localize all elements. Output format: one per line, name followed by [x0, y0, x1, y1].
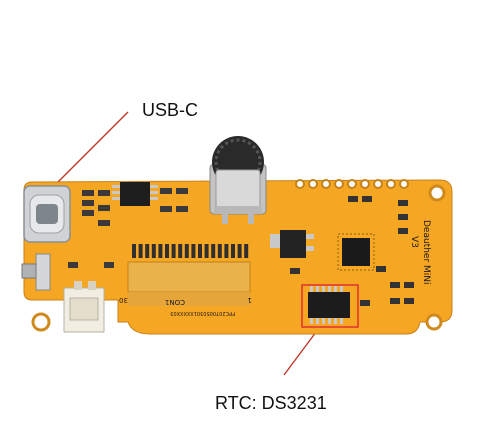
mount-hole — [428, 184, 446, 202]
fpc-code-label: FPC2070050301XXXXX03 — [170, 310, 235, 316]
fpc-pad — [138, 244, 143, 258]
rotary-encoder — [209, 136, 267, 224]
mcu-chip — [337, 233, 375, 271]
fpc-pad — [178, 244, 183, 258]
con-label: CON1 — [165, 298, 185, 306]
pin-1-label: 1 — [248, 296, 252, 304]
fpc-pad — [191, 244, 196, 258]
fpc-pad — [211, 244, 216, 258]
mount-hole — [31, 312, 51, 332]
fpc-pad — [204, 244, 209, 258]
fpc-pad — [145, 244, 150, 258]
fpc-pad — [198, 244, 202, 258]
fpc-pad — [231, 244, 235, 258]
header-holes — [295, 179, 409, 189]
usb-c-connector — [23, 185, 71, 243]
version-label: V3 — [409, 236, 419, 248]
fpc-pad — [165, 244, 169, 258]
slide-switch — [21, 253, 51, 291]
fpc-pad — [217, 244, 222, 258]
fpc-pad — [171, 244, 176, 258]
fpc-pad — [237, 244, 242, 258]
ic-chip — [112, 182, 158, 206]
fpc-pad — [244, 244, 249, 258]
fpc-pad — [132, 244, 136, 258]
smd-components — [290, 196, 414, 306]
rtc-chip — [308, 286, 350, 324]
fpc-connector — [127, 261, 251, 306]
voltage-regulator — [270, 230, 314, 258]
pin-30-label: 30 — [119, 296, 128, 304]
jst-connector — [63, 281, 105, 333]
rtc-highlight-box — [301, 284, 359, 328]
board-name-label: Deauther MiNi — [421, 220, 431, 285]
fpc-pad — [184, 244, 189, 258]
smd-components — [68, 188, 188, 268]
usb-c-label: USB-C — [142, 100, 199, 120]
fpc-pad — [151, 244, 156, 258]
fpc-pad — [158, 244, 163, 258]
mount-hole — [425, 313, 443, 331]
usb-callout-line — [57, 111, 129, 183]
fpc-pad — [224, 244, 229, 258]
rtc-label: RTC: DS3231 — [215, 393, 327, 413]
fpc-pad-row — [132, 244, 249, 258]
